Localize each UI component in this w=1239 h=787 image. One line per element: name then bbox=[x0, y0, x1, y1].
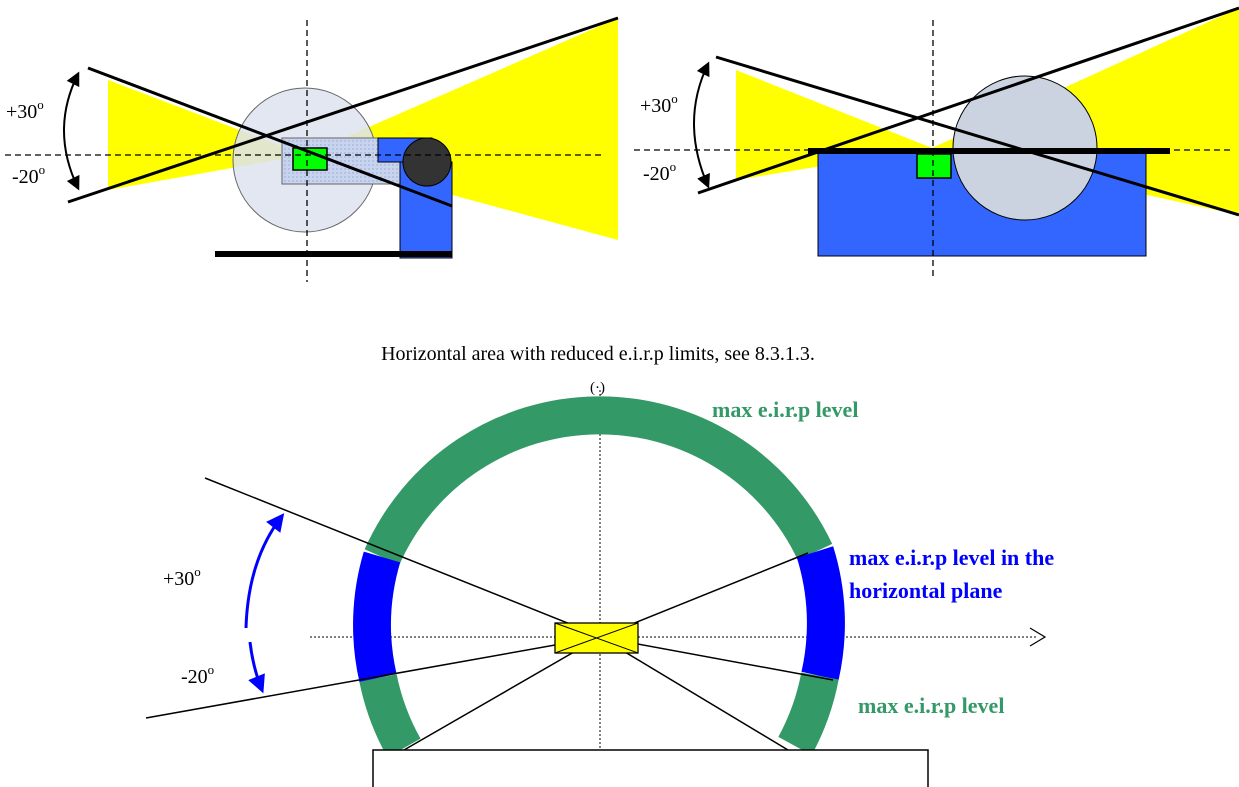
right-beam-lower-edge bbox=[697, 6, 1239, 195]
right-beam-upper-edge bbox=[715, 55, 1239, 217]
axis-top-mark: (·) bbox=[590, 380, 605, 396]
beam-line-upper-left bbox=[204, 477, 631, 649]
blue-angle-arrow-lower bbox=[248, 641, 265, 694]
green-sector-bottom-left bbox=[359, 673, 421, 758]
bottom-plus-angle-label: +30o bbox=[163, 564, 201, 590]
left-beam-right-wedge bbox=[305, 18, 618, 240]
right-device-diagram: +30o -20o bbox=[634, 6, 1239, 276]
left-angle-arrow bbox=[63, 71, 80, 191]
ground-line-left bbox=[403, 636, 601, 751]
left-minus-angle-label: -20o bbox=[12, 162, 45, 188]
beam-line-lower-right bbox=[599, 636, 834, 681]
left-dark-wheel bbox=[402, 137, 452, 187]
base-box bbox=[372, 749, 929, 787]
green-sector-top bbox=[364, 396, 833, 565]
right-plus-angle-label: +30o bbox=[640, 91, 678, 117]
left-device-diagram: +30o -20o bbox=[5, 16, 619, 282]
caption-text: Horizontal area with reduced e.i.r.p lim… bbox=[381, 343, 815, 365]
eirp-sector-diagram: (·) +30o -20o max e.i.r.p level max e.i.… bbox=[145, 380, 1054, 787]
label-horizontal-line2: horizontal plane bbox=[849, 578, 1003, 603]
blue-angle-arrow-upper bbox=[244, 513, 285, 629]
axis-arrow-head bbox=[1029, 627, 1047, 647]
left-beam-upper-edge bbox=[87, 66, 453, 208]
blue-sector-right bbox=[796, 546, 845, 681]
right-angle-arrow bbox=[693, 61, 710, 189]
green-sector-bottom-right bbox=[778, 672, 839, 756]
right-antenna bbox=[916, 153, 952, 179]
label-max-level-top: max e.i.r.p level bbox=[712, 397, 858, 422]
label-horizontal-line1: max e.i.r.p level in the bbox=[849, 545, 1054, 570]
bottom-minus-angle-label: -20o bbox=[181, 662, 214, 688]
blue-sector-left bbox=[353, 551, 401, 683]
right-minus-angle-label: -20o bbox=[643, 159, 676, 185]
left-plus-angle-label: +30o bbox=[6, 97, 44, 123]
device-cross-2 bbox=[554, 622, 639, 654]
beam-line-lower-left bbox=[145, 636, 601, 719]
label-max-level-bottom: max e.i.r.p level bbox=[858, 693, 1004, 718]
left-beam-lower-edge bbox=[67, 16, 619, 204]
ground-line-right bbox=[599, 636, 789, 751]
